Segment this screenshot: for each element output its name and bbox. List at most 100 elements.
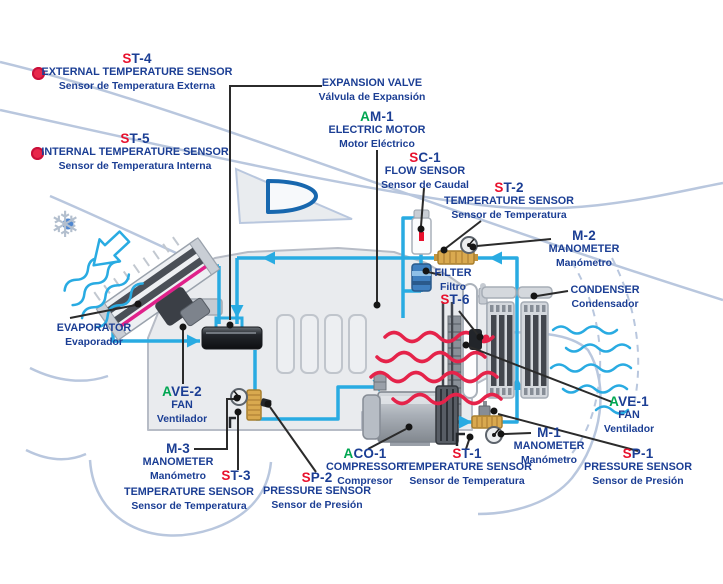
- code-accent: S: [120, 131, 130, 146]
- label-sc1: SC-1 FLOW SENSOR Sensor de Caudal: [381, 151, 469, 192]
- label-m3-code: M-3: [143, 441, 214, 456]
- code-accent: S: [494, 180, 504, 195]
- mirror-window-shape: [234, 167, 353, 225]
- label-st1-code: ST-1: [402, 446, 532, 461]
- label-m1-code: M-1: [514, 425, 585, 440]
- label-aco1-code: ACO-1: [326, 446, 404, 461]
- svg-text:❄: ❄: [50, 205, 80, 246]
- label-st4: ST-4 EXTERNAL TEMPERATURE SENSOR Sensor …: [42, 52, 233, 93]
- label-ave1: AVE-1 FAN Ventilador: [604, 395, 654, 436]
- label-sp2: SP-2 PRESSURE SENSOR Sensor de Presión: [263, 471, 371, 512]
- code-rest: T-2: [503, 180, 524, 195]
- code-accent: S: [622, 446, 632, 461]
- label-am1-code: AM-1: [329, 109, 426, 124]
- label-st5: ST-5 INTERNAL TEMPERATURE SENSOR Sensor …: [41, 132, 228, 173]
- code-rest: VE-2: [171, 384, 202, 399]
- label-st3-code: ST-3: [221, 468, 251, 483]
- code-rest: T-6: [449, 292, 470, 307]
- label-m1-es: Manómetro: [521, 455, 577, 466]
- code-accent: S: [221, 468, 231, 483]
- label-st2-code: ST-2: [444, 180, 574, 195]
- code-rest: M-2: [572, 228, 596, 243]
- label-ave1-es: Ventilador: [603, 424, 655, 435]
- label-st3-en: TEMPERATURE SENSOR: [124, 486, 254, 498]
- label-m3-en: MANOMETER: [142, 456, 214, 468]
- code-accent: S: [409, 150, 419, 165]
- code-accent: A: [360, 109, 371, 124]
- label-sp2-code: SP-2: [263, 470, 371, 485]
- label-filter: FILTER Filtro: [435, 266, 472, 294]
- label-am1-es: Motor Eléctrico: [339, 139, 415, 150]
- label-aco1-en: COMPRESSOR: [326, 461, 404, 473]
- label-st3-name: TEMPERATURE SENSOR Sensor de Temperatura: [124, 485, 254, 513]
- code-accent: S: [440, 292, 450, 307]
- code-rest: P-1: [631, 446, 654, 461]
- leader-dots: [134, 225, 538, 441]
- code-rest: M-3: [166, 441, 190, 456]
- label-st5-es: Sensor de Temperatura Interna: [58, 161, 212, 172]
- label-st1-en: TEMPERATURE SENSOR: [402, 461, 532, 473]
- label-ave2: AVE-2 FAN Ventilador: [157, 385, 207, 426]
- leader-lines: [69, 85, 639, 473]
- label-am1-en: ELECTRIC MOTOR: [328, 124, 426, 136]
- code-accent: A: [162, 384, 172, 399]
- code-accent: A: [609, 394, 619, 409]
- code-accent: S: [452, 446, 462, 461]
- condenser-component: [481, 286, 553, 399]
- label-st2: ST-2 TEMPERATURE SENSOR Sensor de Temper…: [444, 181, 574, 222]
- code-rest: T-4: [131, 51, 152, 66]
- label-evaporator-en: EVAPORATOR: [56, 322, 132, 334]
- label-sp1-code: SP-1: [584, 446, 692, 461]
- code-rest: T-3: [230, 468, 251, 483]
- label-sp1: SP-1 PRESSURE SENSOR Sensor de Presión: [584, 447, 692, 488]
- label-sp1-es: Sensor de Presión: [592, 476, 684, 487]
- condenser-air-waves: [549, 325, 633, 415]
- label-sc1-en: FLOW SENSOR: [384, 165, 466, 177]
- label-filter-es: Filtro: [440, 282, 466, 293]
- internal-sensor-marker-icon: [31, 147, 44, 160]
- label-m2: M-2 MANOMETER Manómetro: [549, 229, 620, 270]
- label-ave1-code: AVE-1: [604, 394, 654, 409]
- label-ave2-code: AVE-2: [157, 384, 207, 399]
- label-m2-es: Manómetro: [556, 258, 612, 269]
- code-line: ST-3: [221, 468, 251, 483]
- discharge-fitting: [455, 401, 503, 446]
- code-rest: P-2: [310, 470, 333, 485]
- label-ave2-en: FAN: [171, 399, 193, 411]
- label-filter-en: FILTER: [434, 267, 472, 279]
- expansion-valve-component: [201, 316, 263, 350]
- label-evaporator-es: Evaporador: [65, 337, 123, 348]
- code-accent: S: [122, 51, 132, 66]
- label-st4-en: EXTERNAL TEMPERATURE SENSOR: [41, 66, 233, 78]
- snowflake-icon: ❄: [50, 205, 80, 246]
- label-aco1: ACO-1 COMPRESSOR Compresor: [326, 447, 404, 488]
- label-expansion-valve-en: EXPANSION VALVE: [321, 77, 423, 89]
- label-st4-code: ST-4: [42, 51, 233, 66]
- label-st3-es: Sensor de Temperatura: [131, 501, 247, 512]
- code-rest: CO-1: [353, 446, 387, 461]
- label-m2-en: MANOMETER: [548, 243, 620, 255]
- label-expansion-valve: EXPANSION VALVE Válvula de Expansión: [319, 76, 426, 104]
- label-am1: AM-1 ELECTRIC MOTOR Motor Eléctrico: [329, 110, 426, 151]
- filter-component: [411, 263, 432, 292]
- label-m3-es: Manómetro: [150, 471, 206, 482]
- code-accent: S: [301, 470, 311, 485]
- label-m1-en: MANOMETER: [513, 440, 585, 452]
- label-sp2-en: PRESSURE SENSOR: [263, 485, 371, 497]
- external-sensor-marker-icon: [32, 67, 45, 80]
- label-st2-es: Sensor de Temperatura: [451, 210, 567, 221]
- label-sc1-code: SC-1: [381, 150, 469, 165]
- code-rest: C-1: [418, 150, 441, 165]
- cold-air-arrow-icon: [92, 230, 131, 267]
- label-st4-es: Sensor de Temperatura Externa: [58, 81, 216, 92]
- label-sc1-es: Sensor de Caudal: [381, 180, 469, 191]
- label-sp1-en: PRESSURE SENSOR: [584, 461, 692, 473]
- label-m1: M-1 MANOMETER Manómetro: [514, 426, 585, 467]
- label-evaporator: EVAPORATOR Evaporador: [57, 321, 131, 349]
- code-rest: M-1: [537, 425, 561, 440]
- label-m3: M-3 MANOMETER Manómetro: [143, 442, 214, 483]
- label-st1: ST-1 TEMPERATURE SENSOR Sensor de Temper…: [402, 447, 532, 488]
- label-sp2-es: Sensor de Presión: [271, 500, 363, 511]
